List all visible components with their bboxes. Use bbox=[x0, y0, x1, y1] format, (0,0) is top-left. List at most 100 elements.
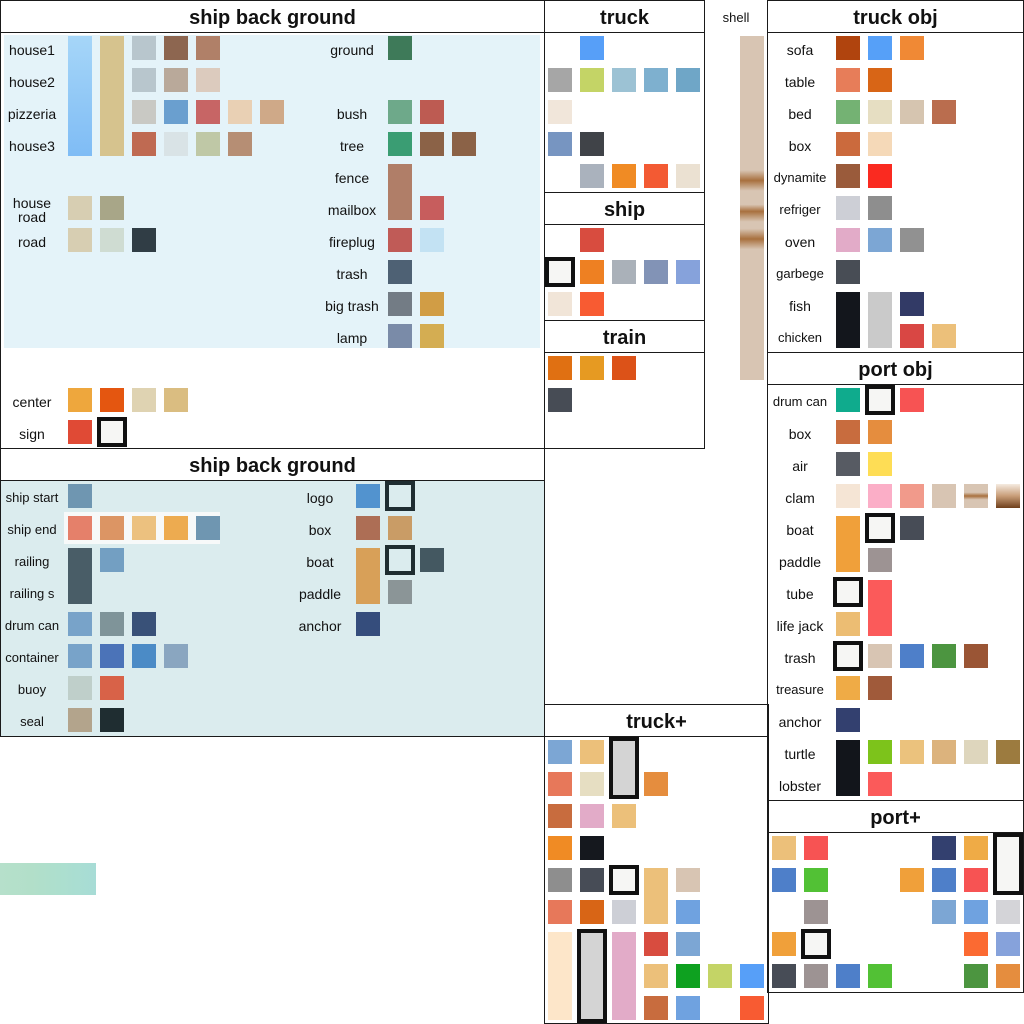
port-plus-swatch[interactable] bbox=[772, 932, 796, 956]
ship-end-swatch[interactable] bbox=[132, 516, 156, 540]
refriger-swatch[interactable] bbox=[868, 196, 892, 220]
house1-swatch[interactable] bbox=[132, 36, 156, 60]
seal-swatch[interactable] bbox=[100, 708, 124, 732]
truck-plus-swatch[interactable] bbox=[580, 740, 604, 764]
boat-swatch[interactable] bbox=[900, 516, 924, 540]
clam-swatch[interactable] bbox=[900, 484, 924, 508]
fish-swatch[interactable] bbox=[868, 292, 892, 348]
turtle-swatch[interactable] bbox=[836, 740, 860, 796]
ship-end-swatch[interactable] bbox=[68, 516, 92, 540]
truck-plus-swatch[interactable] bbox=[612, 900, 636, 924]
truck-plus-swatch[interactable] bbox=[548, 868, 572, 892]
fish-swatch[interactable] bbox=[836, 292, 860, 348]
port-plus-swatch[interactable] bbox=[804, 836, 828, 860]
boat-swatch[interactable] bbox=[836, 516, 860, 572]
buoy-swatch[interactable] bbox=[100, 676, 124, 700]
box-swatch[interactable] bbox=[836, 132, 860, 156]
fence-swatch[interactable] bbox=[388, 164, 412, 220]
table-swatch[interactable] bbox=[868, 68, 892, 92]
truck-plus-swatch[interactable] bbox=[644, 868, 668, 924]
anchor-swatch[interactable] bbox=[836, 708, 860, 732]
house-sky-swatch[interactable] bbox=[68, 36, 92, 156]
bed-swatch[interactable] bbox=[836, 100, 860, 124]
truck-swatch[interactable] bbox=[612, 164, 636, 188]
clam-swatch[interactable] bbox=[996, 484, 1020, 508]
truck-plus-swatch[interactable] bbox=[676, 868, 700, 892]
tube-swatch[interactable] bbox=[868, 580, 892, 636]
container-swatch[interactable] bbox=[100, 644, 124, 668]
truck-swatch[interactable] bbox=[644, 68, 668, 92]
turtle-swatch[interactable] bbox=[900, 740, 924, 764]
ship-swatch[interactable] bbox=[644, 260, 668, 284]
ground-swatch[interactable] bbox=[388, 36, 412, 60]
port-plus-swatch[interactable] bbox=[804, 868, 828, 892]
truck-swatch[interactable] bbox=[580, 36, 604, 60]
pizzeria-swatch[interactable] bbox=[164, 100, 188, 124]
box-swatch[interactable] bbox=[868, 132, 892, 156]
port-plus-swatch[interactable] bbox=[804, 964, 828, 988]
bush-swatch[interactable] bbox=[388, 100, 412, 124]
port-plus-swatch[interactable] bbox=[772, 964, 796, 988]
house-road-swatch[interactable] bbox=[68, 196, 92, 220]
logo-empty-slot[interactable] bbox=[385, 481, 415, 511]
sofa-swatch[interactable] bbox=[900, 36, 924, 60]
pizzeria-swatch[interactable] bbox=[132, 100, 156, 124]
truck-plus-swatch[interactable] bbox=[644, 772, 668, 796]
truck-swatch[interactable] bbox=[580, 164, 604, 188]
road-swatch[interactable] bbox=[68, 228, 92, 252]
port-plus-swatch[interactable] bbox=[964, 964, 988, 988]
bed-swatch[interactable] bbox=[932, 100, 956, 124]
truck-plus-swatch[interactable] bbox=[612, 804, 636, 828]
table-swatch[interactable] bbox=[836, 68, 860, 92]
fish-swatch[interactable] bbox=[900, 292, 924, 316]
truck-plus-empty-slot[interactable] bbox=[609, 865, 639, 895]
garbege-swatch[interactable] bbox=[836, 260, 860, 284]
seal-swatch[interactable] bbox=[68, 708, 92, 732]
truck-plus-swatch[interactable] bbox=[580, 804, 604, 828]
anchor-swatch[interactable] bbox=[356, 612, 380, 636]
ship-empty-slot[interactable] bbox=[545, 257, 575, 287]
center-swatch[interactable] bbox=[164, 388, 188, 412]
treasure-swatch[interactable] bbox=[836, 676, 860, 700]
lobster-swatch[interactable] bbox=[868, 772, 892, 796]
port-plus-swatch[interactable] bbox=[964, 836, 988, 860]
container-swatch[interactable] bbox=[68, 644, 92, 668]
train-swatch[interactable] bbox=[548, 356, 572, 380]
truck-plus-swatch[interactable] bbox=[548, 772, 572, 796]
trash-swatch[interactable] bbox=[388, 260, 412, 284]
refriger-swatch[interactable] bbox=[836, 196, 860, 220]
trash-swatch[interactable] bbox=[932, 644, 956, 668]
truck-plus-swatch[interactable] bbox=[644, 964, 668, 988]
turtle-swatch[interactable] bbox=[932, 740, 956, 764]
truck-swatch[interactable] bbox=[548, 100, 572, 124]
port-plus-empty-tall[interactable] bbox=[993, 833, 1023, 895]
truck-swatch[interactable] bbox=[612, 68, 636, 92]
tree-swatch[interactable] bbox=[452, 132, 476, 156]
house-wall-swatch[interactable] bbox=[100, 36, 124, 156]
truck-plus-swatch[interactable] bbox=[548, 836, 572, 860]
ship-swatch[interactable] bbox=[580, 260, 604, 284]
house2-swatch[interactable] bbox=[164, 68, 188, 92]
trash-swatch[interactable] bbox=[868, 644, 892, 668]
truck-plus-swatch[interactable] bbox=[548, 804, 572, 828]
chicken-swatch[interactable] bbox=[900, 324, 924, 348]
train-swatch[interactable] bbox=[580, 356, 604, 380]
truck-swatch[interactable] bbox=[548, 132, 572, 156]
ship-swatch[interactable] bbox=[580, 292, 604, 316]
port-plus-swatch[interactable] bbox=[900, 868, 924, 892]
treasure-swatch[interactable] bbox=[868, 676, 892, 700]
pizzeria-swatch[interactable] bbox=[228, 100, 252, 124]
pizzeria-swatch[interactable] bbox=[260, 100, 284, 124]
drum-can-swatch[interactable] bbox=[900, 388, 924, 412]
big-trash-swatch[interactable] bbox=[388, 292, 412, 316]
port-plus-swatch[interactable] bbox=[964, 932, 988, 956]
boat-swatch[interactable] bbox=[356, 548, 380, 604]
port-plus-swatch[interactable] bbox=[772, 836, 796, 860]
paddle-swatch[interactable] bbox=[868, 548, 892, 572]
clam-swatch[interactable] bbox=[836, 484, 860, 508]
truck-plus-swatch[interactable] bbox=[548, 932, 572, 1020]
house3-swatch[interactable] bbox=[132, 132, 156, 156]
lamp-swatch[interactable] bbox=[420, 324, 444, 348]
railing-swatch[interactable] bbox=[68, 548, 92, 604]
oven-swatch[interactable] bbox=[900, 228, 924, 252]
